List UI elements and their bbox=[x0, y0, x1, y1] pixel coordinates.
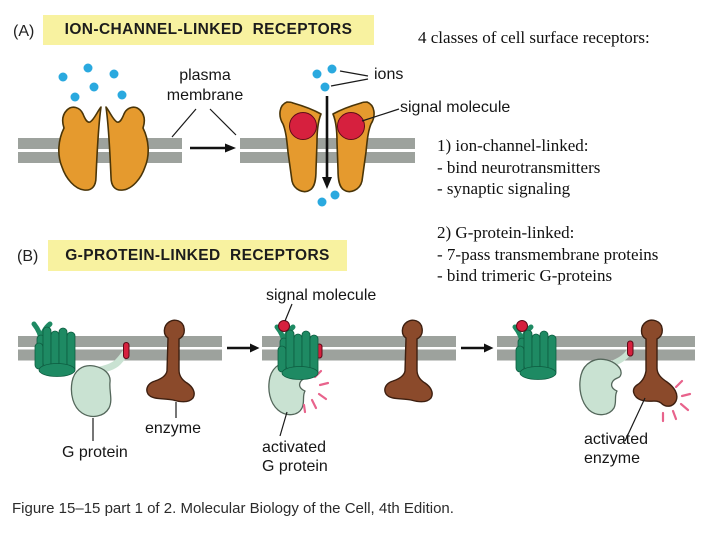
enzyme-label: enzyme bbox=[145, 420, 202, 437]
g-protein-inactive bbox=[70, 342, 130, 418]
class-2-item-2: - bind trimeric G-proteins bbox=[437, 266, 613, 285]
class-2-item-1: - 7-pass transmembrane proteins bbox=[437, 244, 659, 264]
activated-enzyme-pointer bbox=[624, 397, 646, 442]
signal-molecule-label-b: signal molecule bbox=[266, 287, 377, 304]
activated-g-protein-label: activated G protein bbox=[262, 438, 328, 476]
closed-ion-channel bbox=[58, 106, 149, 191]
activation-burst-enzyme bbox=[661, 379, 692, 423]
enzyme bbox=[146, 319, 195, 403]
transition-arrow-b2 bbox=[461, 343, 494, 353]
activated-enzyme-complex bbox=[579, 319, 678, 416]
panel-b-title-band: G-PROTEIN-LINKED RECEPTORS bbox=[48, 240, 347, 271]
enzyme-2 bbox=[384, 319, 433, 403]
transition-arrow-b1 bbox=[227, 343, 260, 353]
gpcr-receptor-2 bbox=[277, 327, 318, 380]
activated-enzyme-line1: activated bbox=[584, 431, 649, 448]
class-1-item-2: - synaptic signaling bbox=[437, 179, 571, 198]
bound-signal-molecule-2 bbox=[278, 320, 290, 332]
signal-molecule-pointer-b bbox=[284, 303, 293, 322]
activated-g-protein-line2: G protein bbox=[262, 458, 328, 475]
activated-enzyme-label: activated enzyme bbox=[584, 430, 648, 468]
ions-entering bbox=[312, 64, 340, 207]
panel-a-title-band: ION-CHANNEL-LINKED RECEPTORS bbox=[43, 15, 374, 45]
g-protein-anchor-tip-3 bbox=[627, 340, 634, 357]
class-1-title: 1) ion-channel-linked: bbox=[437, 136, 589, 155]
signal-molecule-left bbox=[289, 112, 317, 140]
gpcr-receptor-3 bbox=[515, 327, 556, 380]
plasma-membrane-pointer-lines bbox=[171, 108, 237, 138]
transition-arrow-a bbox=[190, 143, 236, 153]
g-protein-label: G protein bbox=[62, 444, 128, 461]
plasma-membrane-line1: plasma bbox=[179, 67, 231, 84]
panel-a-title: ION-CHANNEL-LINKED RECEPTORS bbox=[64, 21, 353, 38]
classes-heading: 4 classes of cell surface receptors: bbox=[418, 28, 650, 47]
signal-molecule-pointer-a bbox=[361, 108, 400, 122]
plasma-membrane-label: plasma membrane bbox=[155, 66, 255, 106]
membrane-a-left bbox=[18, 138, 182, 163]
activated-g-protein-pointer bbox=[279, 411, 288, 437]
figure-caption: Figure 15–15 part 1 of 2. Molecular Biol… bbox=[12, 500, 454, 517]
panel-b-tag: (B) bbox=[17, 248, 39, 265]
signal-molecule-label-a: signal molecule bbox=[400, 99, 511, 116]
g-protein-anchor-tip bbox=[123, 342, 130, 359]
class-2-title: 2) G-protein-linked: bbox=[437, 223, 575, 242]
membrane-b-2 bbox=[262, 336, 456, 361]
receptor-class-1: 1) ion-channel-linked: - bind neurotrans… bbox=[437, 135, 600, 200]
extracellular-ions bbox=[58, 63, 127, 102]
ion-flow-arrow bbox=[322, 96, 332, 189]
ions-pointer-lines bbox=[330, 70, 369, 87]
activated-enzyme-line2: enzyme bbox=[584, 450, 641, 467]
ions-label: ions bbox=[374, 66, 404, 83]
panel-a-tag: (A) bbox=[13, 23, 35, 40]
signal-molecule-right bbox=[337, 112, 365, 140]
open-ion-channel bbox=[279, 101, 375, 193]
class-1-item-1: - bind neurotransmitters bbox=[437, 157, 601, 177]
membrane-b-3 bbox=[497, 336, 695, 361]
panel-b-title: G-PROTEIN-LINKED RECEPTORS bbox=[65, 246, 330, 264]
bound-signal-molecule-3 bbox=[516, 320, 528, 332]
gpcr-receptor-1 bbox=[34, 324, 75, 377]
receptor-class-2: 2) G-protein-linked: - 7-pass transmembr… bbox=[437, 222, 658, 287]
activated-g-protein-line1: activated bbox=[262, 439, 327, 456]
plasma-membrane-line2: membrane bbox=[166, 87, 244, 104]
